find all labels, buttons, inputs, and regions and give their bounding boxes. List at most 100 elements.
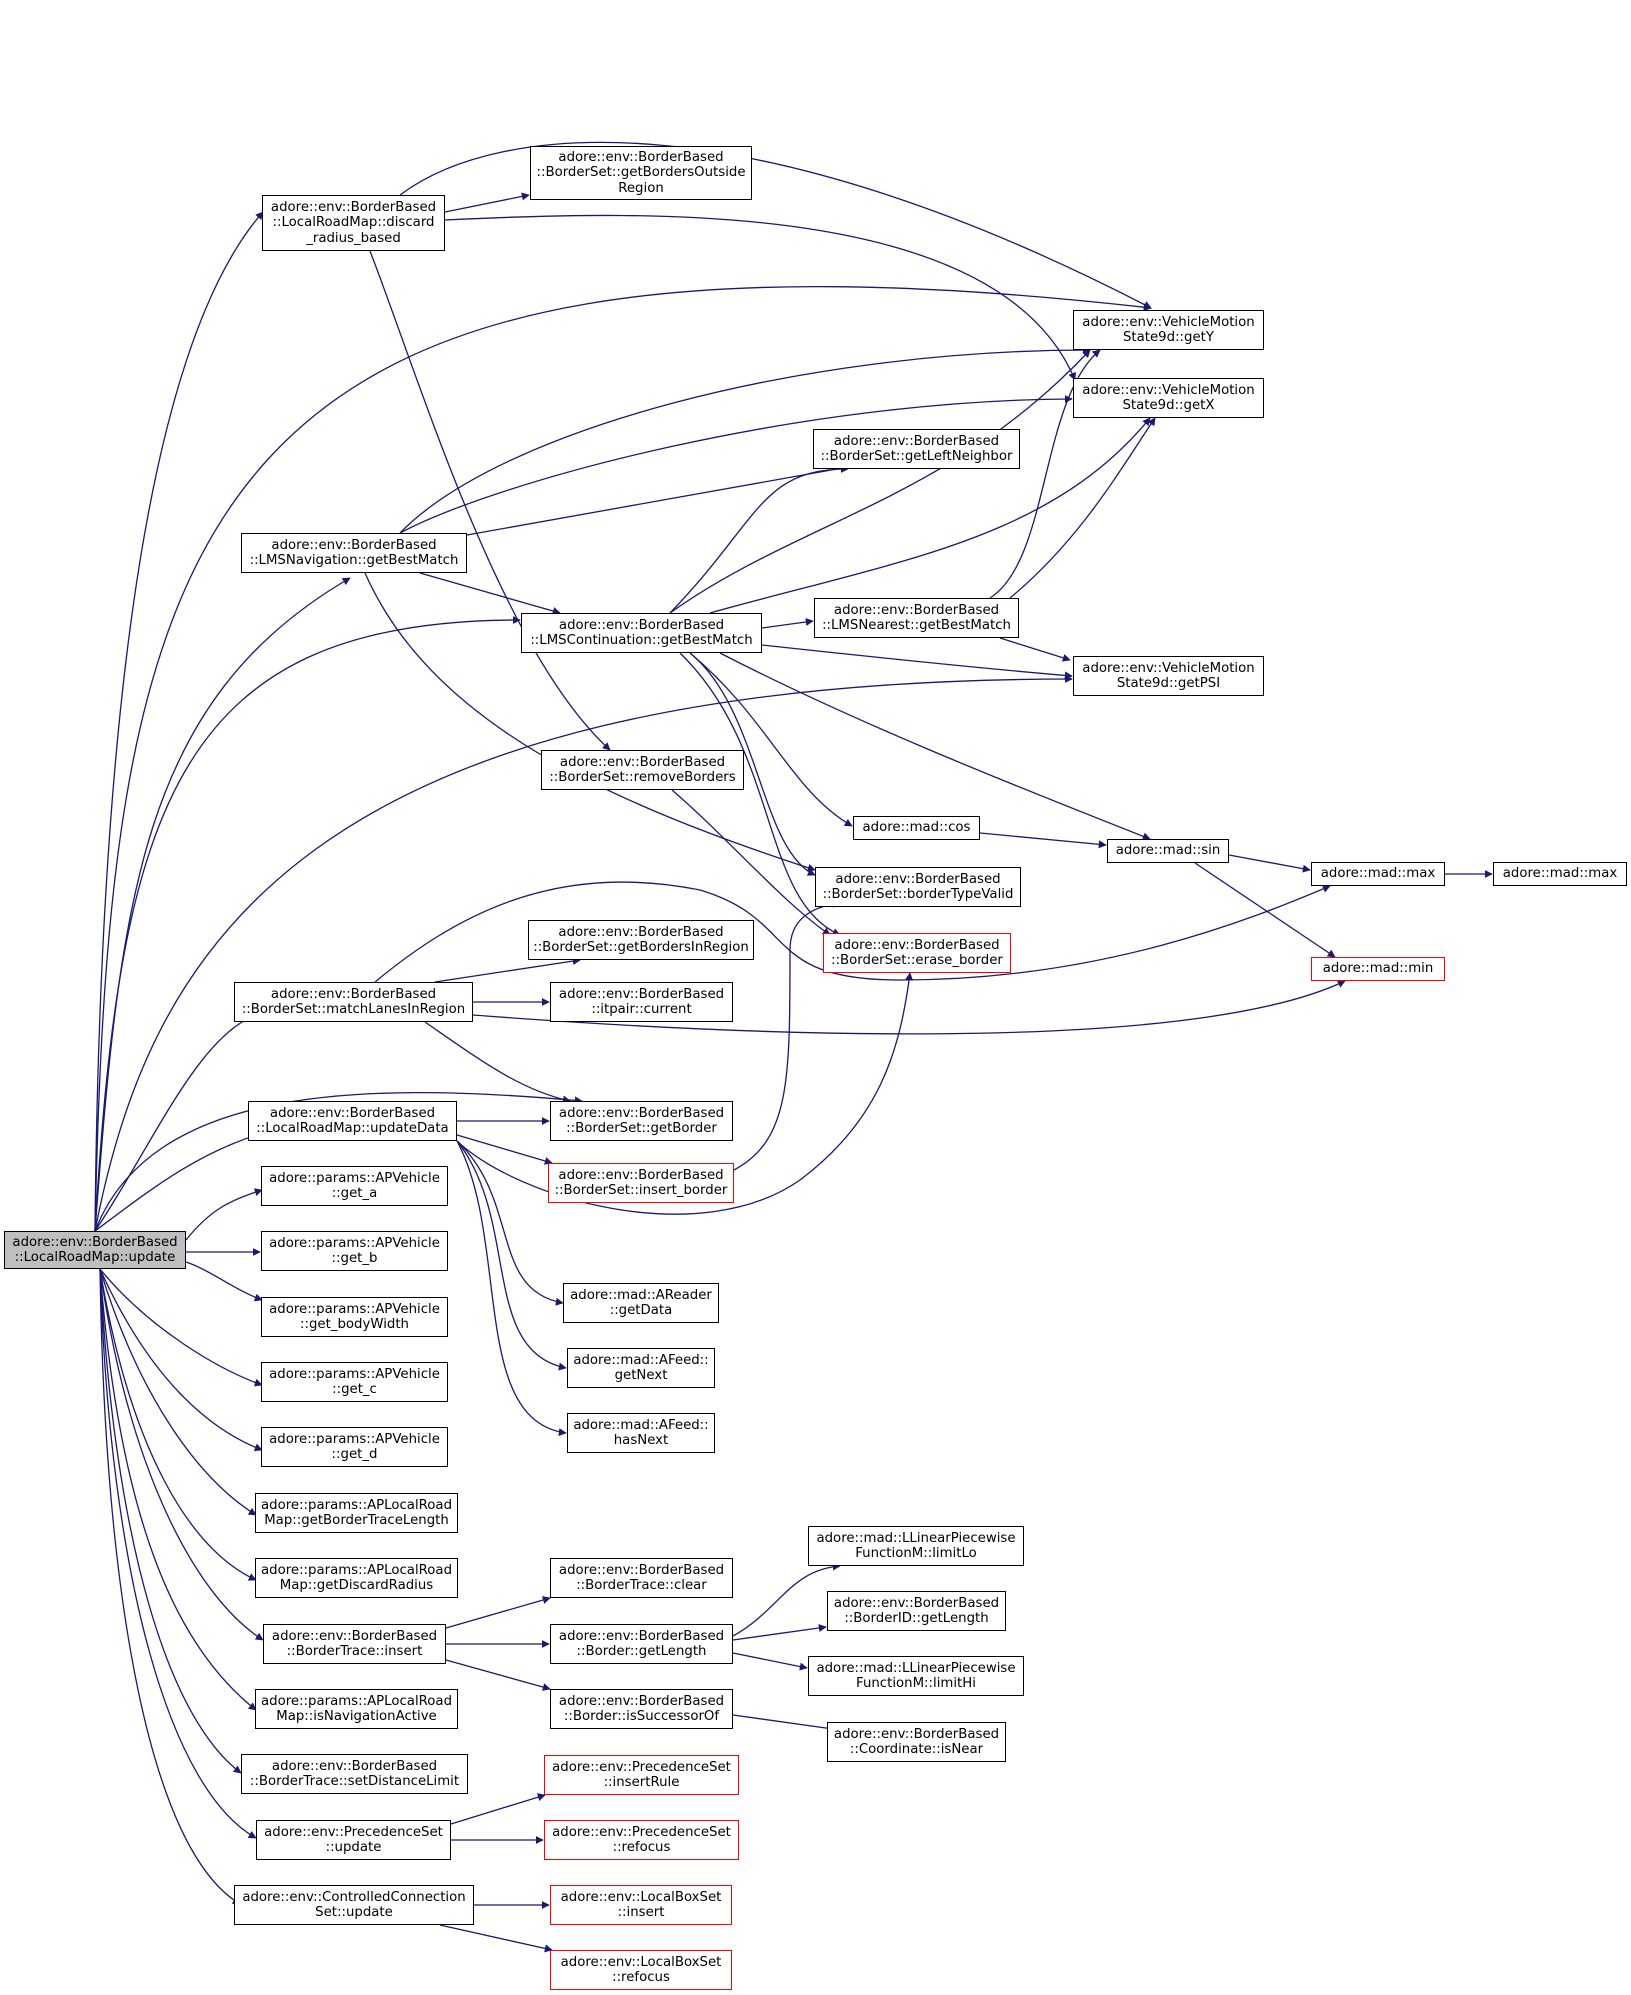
node-get-borders-outside-region[interactable]: adore::env::BorderBased::BorderSet::getB… (530, 146, 752, 200)
edge-discard-remove (369, 250, 611, 751)
edge-updatedata-getnext (456, 1140, 567, 1371)
node-precedence-set-refocus[interactable]: adore::env::PrecedenceSet::refocus (544, 1820, 739, 1860)
edge-lmscont-gety (669, 349, 1091, 614)
edge-update-discard (94, 211, 264, 1232)
edge-lmscont-getpsi (761, 644, 1073, 680)
node-match-lanes-in-region[interactable]: adore::env::BorderBased::BorderSet::matc… (234, 982, 473, 1022)
edge-matchlanes-max1 (374, 881, 1331, 983)
edge-matchlanes-getborder (424, 1021, 571, 1104)
node-precedence-set-update[interactable]: adore::env::PrecedenceSet::update (256, 1820, 451, 1860)
edge-lmsnav-leftnb (466, 464, 849, 536)
node-mad-min[interactable]: adore::mad::min (1311, 957, 1445, 981)
node-afeed-has-next[interactable]: adore::mad::AFeed::hasNext (567, 1413, 715, 1453)
edge-lmsnav-typevalid (364, 572, 816, 872)
edge-cos-sin (979, 832, 1107, 849)
edge-update-ccupdate (99, 1268, 241, 1905)
edge-update-getc (99, 1268, 263, 1387)
edge-blen-bidlen (732, 1624, 827, 1641)
edge-discard-outside (444, 192, 530, 213)
node-lms-nearest-get-best-match[interactable]: adore::env::BorderBased::LMSNearest::get… (814, 598, 1019, 638)
node-get-a[interactable]: adore::params::APVehicle::get_a (261, 1166, 448, 1206)
edge-psupdate-insertrule (450, 1793, 546, 1825)
edge-update-btlen (99, 1268, 257, 1516)
node-border-type-valid[interactable]: adore::env::BorderBased::BorderSet::bord… (815, 867, 1021, 907)
node-discard-radius-based[interactable]: adore::env::BorderBased::LocalRoadMap::d… (262, 195, 445, 251)
node-mad-max-1[interactable]: adore::mad::max (1311, 862, 1445, 886)
edge-ccupdate-lbrefocus (439, 1924, 553, 1953)
node-local-box-set-insert[interactable]: adore::env::LocalBoxSet::insert (550, 1885, 732, 1925)
edge-btinsert-issucc (445, 1659, 551, 1691)
edge-update-psupdate (99, 1268, 257, 1839)
edge-lmscont-typevalid (689, 652, 816, 876)
node-coordinate-is-near[interactable]: adore::env::BorderBased::Coordinate::isN… (827, 1722, 1006, 1762)
node-get-c[interactable]: adore::params::APVehicle::get_c (261, 1362, 448, 1402)
edge-btinsert-btclear (445, 1596, 551, 1629)
node-get-b[interactable]: adore::params::APVehicle::get_b (261, 1231, 448, 1271)
node-remove-borders[interactable]: adore::env::BorderBased::BorderSet::remo… (541, 750, 744, 790)
edge-insertborder-typevalid (733, 899, 841, 1171)
edge-update-gety (94, 285, 1152, 1232)
edge-lmsnav-lmscont (419, 572, 561, 615)
node-get-d[interactable]: adore::params::APVehicle::get_d (261, 1427, 448, 1467)
node-get-left-neighbor[interactable]: adore::env::BorderBased::BorderSet::getL… (813, 429, 1020, 469)
node-border-trace-clear[interactable]: adore::env::BorderBased::BorderTrace::cl… (550, 1558, 733, 1598)
node-get-borders-in-region[interactable]: adore::env::BorderBased::BorderSet::getB… (528, 920, 754, 960)
edge-update-navactive (99, 1268, 257, 1711)
edge-lmscont-getx (709, 417, 1151, 614)
edge-update-discardrad (99, 1268, 257, 1581)
node-lms-continuation-get-best-match[interactable]: adore::env::BorderBased::LMSContinuation… (521, 613, 762, 653)
node-precedence-set-insert-rule[interactable]: adore::env::PrecedenceSet::insertRule (544, 1755, 739, 1795)
edge-lmsnav-getx (399, 395, 1073, 534)
node-get-body-width[interactable]: adore::params::APVehicle::get_bodyWidth (261, 1297, 448, 1337)
node-set-distance-limit[interactable]: adore::env::BorderBased::BorderTrace::se… (241, 1754, 468, 1794)
node-border-is-successor-of[interactable]: adore::env::BorderBased::Border::isSucce… (550, 1689, 733, 1729)
edge-updatedata-erase (456, 972, 914, 1215)
edge-lmscont-cos (689, 652, 853, 827)
edge-update-lmscont (94, 616, 521, 1232)
node-localroadmap-update: adore::env::BorderBased::LocalRoadMap::u… (4, 1231, 186, 1269)
node-areader-get-data[interactable]: adore::mad::AReader::getData (563, 1283, 719, 1323)
node-mad-sin[interactable]: adore::mad::sin (1107, 839, 1229, 863)
edge-matchlanes-inregion (434, 957, 581, 983)
node-lms-navigation-get-best-match[interactable]: adore::env::BorderBased::LMSNavigation::… (241, 533, 467, 573)
edge-sin-min (1194, 862, 1336, 958)
node-border-id-get-length[interactable]: adore::env::BorderBased::BorderID::getLe… (827, 1591, 1006, 1631)
edge-blen-limithi (732, 1652, 808, 1671)
edge-update-updatedata (94, 1129, 271, 1232)
edge-lmscont-lmsnear (761, 618, 814, 629)
node-itpair-current[interactable]: adore::env::BorderBased::itpair::current (550, 982, 733, 1022)
edge-matchlanes-min (472, 980, 1346, 1035)
edge-discard-getx (444, 214, 1076, 381)
node-mad-max-2[interactable]: adore::mad::max (1493, 862, 1627, 886)
edge-update-getbw (185, 1261, 263, 1302)
node-get-border[interactable]: adore::env::BorderBased::BorderSet::getB… (550, 1101, 733, 1141)
edge-updatedata-getdata (456, 1140, 564, 1306)
node-afeed-get-next[interactable]: adore::mad::AFeed::getNext (567, 1348, 715, 1388)
edge-update-btinsert (99, 1268, 264, 1641)
edge-update-setdist (99, 1268, 242, 1774)
edge-updatedata-insertborder (456, 1134, 553, 1165)
node-border-get-length[interactable]: adore::env::BorderBased::Border::getLeng… (550, 1624, 733, 1664)
edge-lmsnear-gety (989, 349, 1101, 599)
edge-update-geta (185, 1188, 263, 1241)
node-insert-border[interactable]: adore::env::BorderBased::BorderSet::inse… (548, 1163, 734, 1203)
node-erase-border[interactable]: adore::env::BorderBased::BorderSet::eras… (823, 933, 1011, 973)
node-border-trace-insert[interactable]: adore::env::BorderBased::BorderTrace::in… (263, 1624, 446, 1664)
edge-sin-max1 (1228, 854, 1311, 873)
node-local-box-set-refocus[interactable]: adore::env::LocalBoxSet::refocus (550, 1950, 732, 1990)
edge-lmsnear-getpsi (999, 637, 1071, 662)
node-update-data[interactable]: adore::env::BorderBased::LocalRoadMap::u… (248, 1101, 457, 1141)
edge-update-lmsnav (94, 577, 351, 1232)
node-mad-cos[interactable]: adore::mad::cos (853, 816, 980, 840)
